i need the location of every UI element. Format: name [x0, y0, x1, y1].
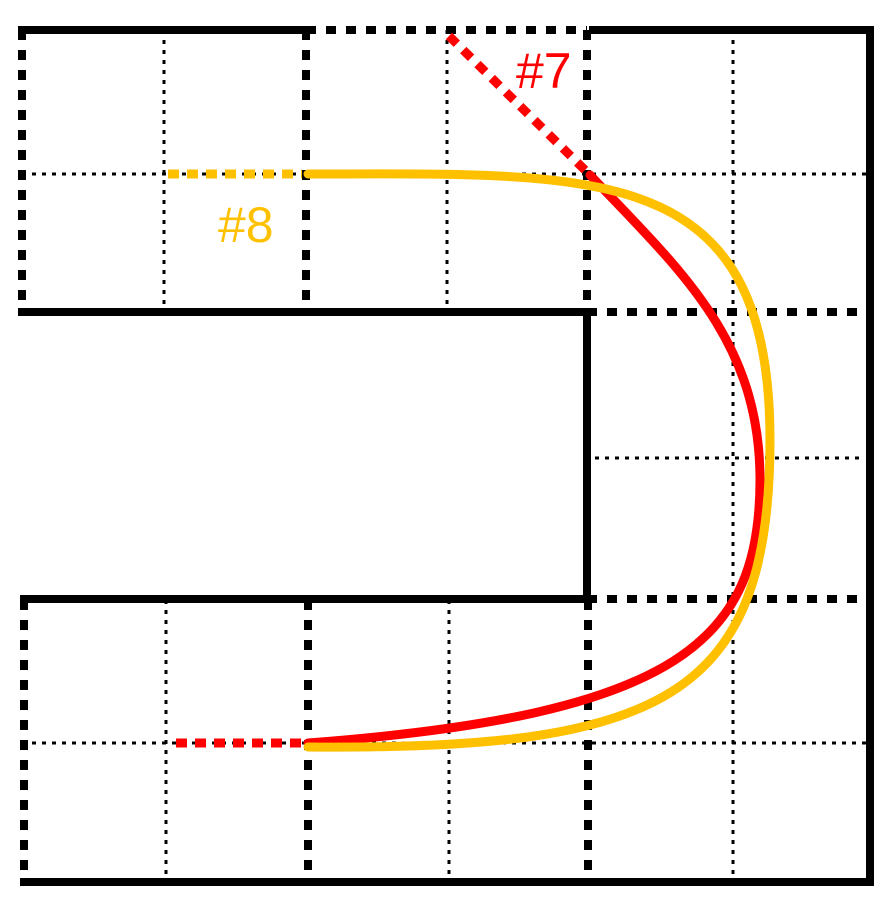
- path-8-label: #8: [218, 197, 274, 253]
- path-7-dotted-start: [445, 32, 594, 179]
- path-7-curve: [303, 170, 765, 748]
- path-8-curve: [303, 169, 775, 752]
- cell-boundaries: [18, 26, 870, 882]
- inner-grid-lines: [22, 30, 868, 882]
- path-7-label: #7: [516, 43, 572, 99]
- maze-walls: [18, 26, 874, 886]
